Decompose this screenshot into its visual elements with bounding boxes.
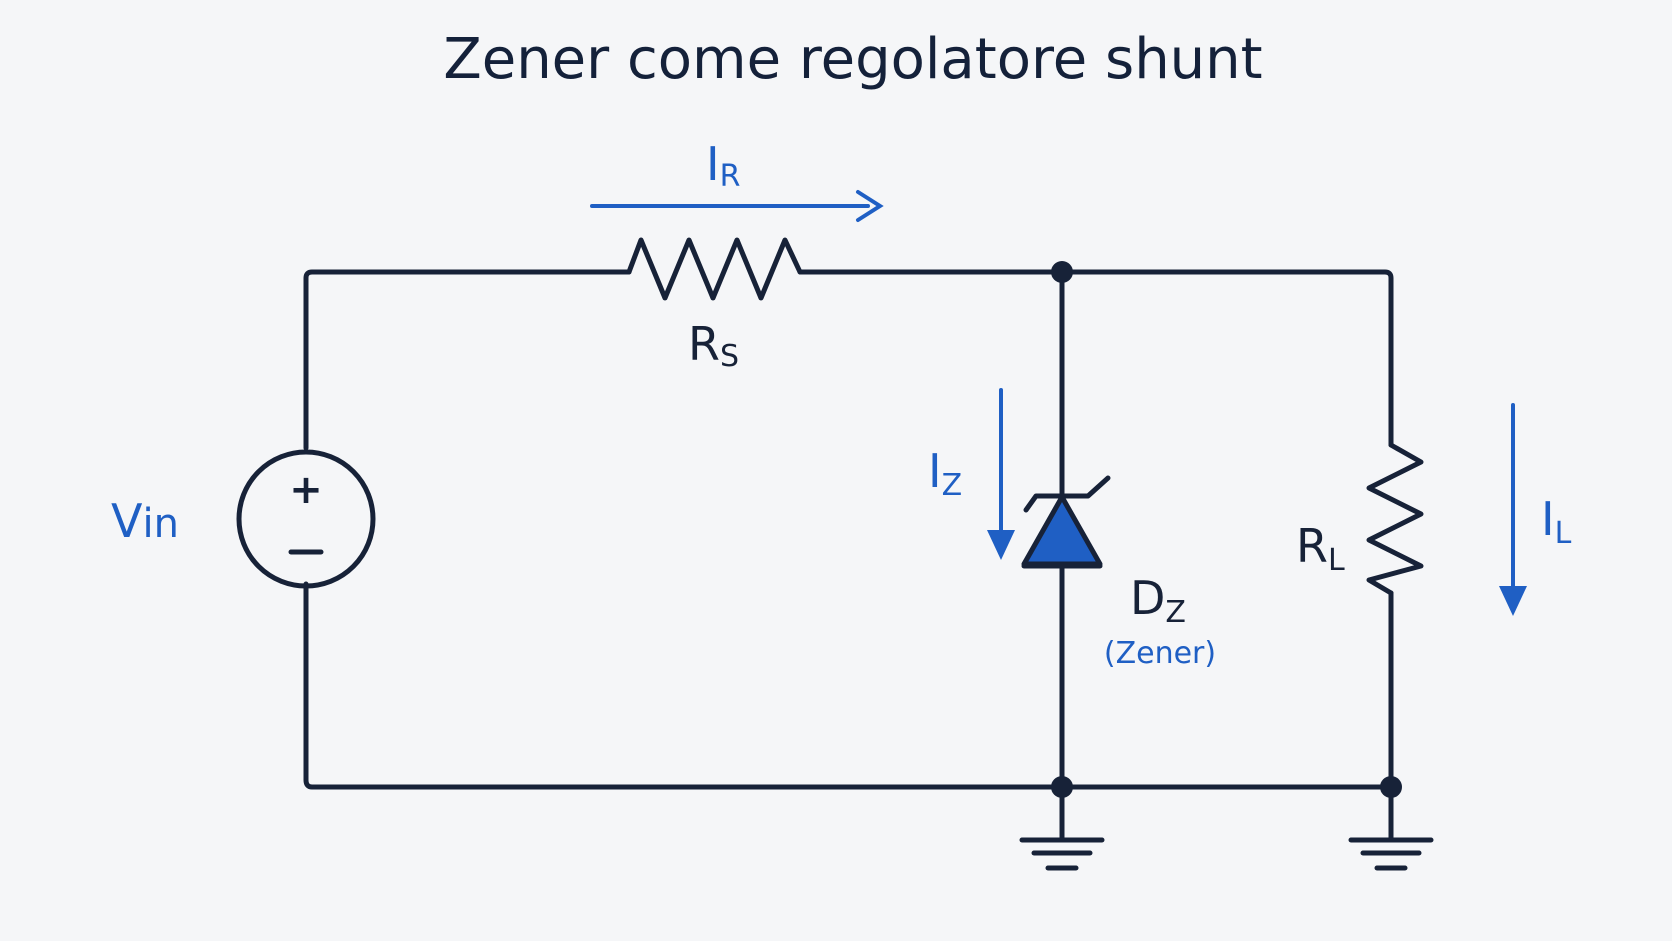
label-rl: RL: [1296, 519, 1345, 578]
junction-node-top: [1051, 261, 1073, 283]
wire-top-left: [303, 269, 632, 451]
source-plus-sign: +: [289, 467, 323, 513]
voltage-source-symbol: [236, 449, 376, 589]
resistor-rs-symbol: [626, 237, 803, 301]
wire-top-right: [797, 269, 1394, 448]
label-ir: IR: [706, 137, 740, 194]
label-iz: IZ: [928, 444, 962, 503]
wire-bottom: [303, 581, 1394, 790]
label-dz-note: (Zener): [1104, 636, 1216, 671]
label-vin: Vin: [111, 494, 179, 548]
ground-symbol-middle: [1019, 787, 1105, 871]
diagram-title: Zener come regolatore shunt: [443, 27, 1262, 92]
zener-diode-symbol: [1021, 475, 1111, 569]
label-rs: RS: [688, 317, 739, 374]
current-arrow-ir: [590, 190, 884, 222]
label-dz: DZ: [1130, 571, 1186, 630]
resistor-rl-symbol: [1366, 442, 1424, 596]
current-arrow-il: [1499, 403, 1527, 616]
current-arrow-iz: [987, 388, 1015, 560]
label-il: IL: [1541, 492, 1572, 551]
ground-symbol-right: [1348, 787, 1434, 871]
